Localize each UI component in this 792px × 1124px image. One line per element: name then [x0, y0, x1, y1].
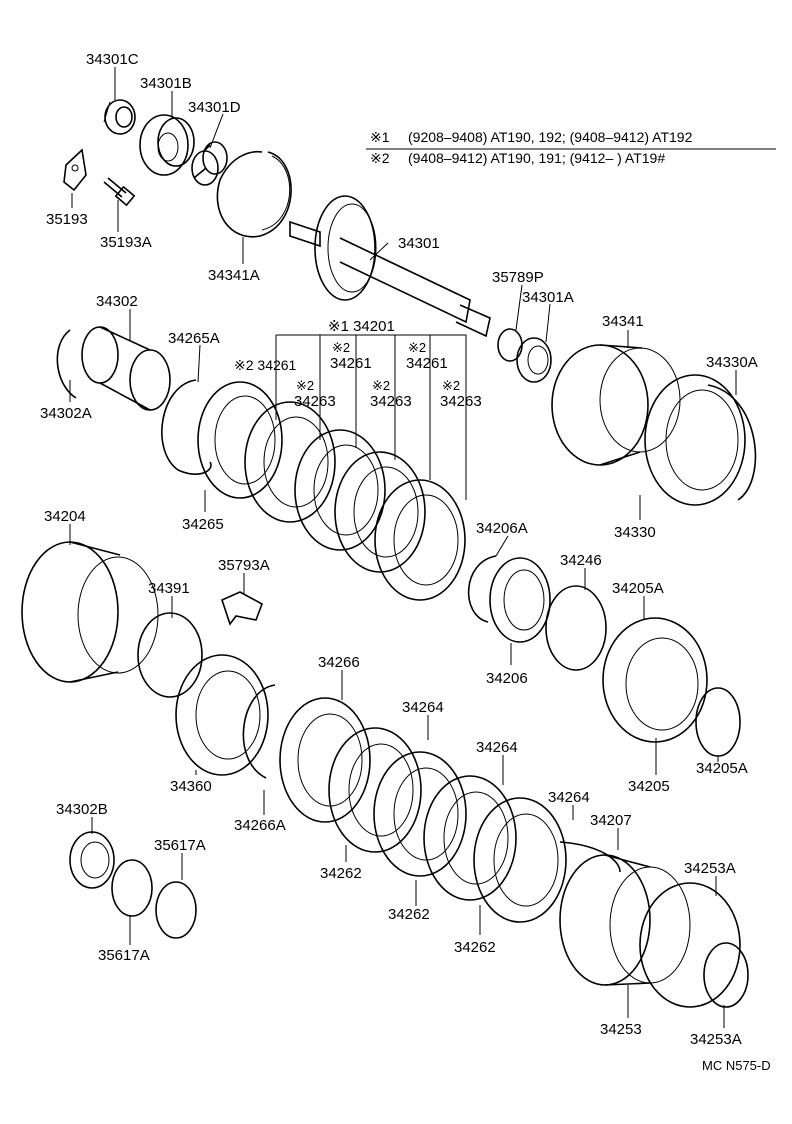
part-34301-shaft	[289, 195, 491, 338]
label-35617a-top: 35617A	[154, 837, 206, 854]
label-34262-c: 34262	[454, 939, 496, 956]
label-34341: 34341	[602, 313, 644, 330]
part-34330a-ring	[707, 384, 757, 501]
part-35617a-ring-2	[155, 881, 197, 939]
label-34207: 34207	[590, 812, 632, 829]
part-34301b-bearing	[139, 114, 195, 176]
label-34301d: 34301D	[188, 99, 241, 116]
part-34302-hub	[81, 326, 171, 411]
part-34330-piston	[644, 374, 746, 506]
label-34205: 34205	[628, 778, 670, 795]
note-1-text: (9208–9408) AT190, 192; (9408–9412) AT19…	[408, 129, 693, 145]
label-34261-c-mark: ※2	[408, 340, 426, 355]
label-35617a-bottom: 35617A	[98, 947, 150, 964]
part-34205a-ring	[695, 687, 741, 757]
label-34263-a-mark: ※2	[296, 378, 314, 393]
label-34263-a: 34263	[294, 393, 336, 410]
part-34253a-ring-large	[639, 882, 741, 1008]
label-34206a: 34206A	[476, 520, 528, 537]
part-34341-drum	[551, 344, 681, 466]
part-34206a-ring	[467, 555, 497, 623]
label-35793a: 35793A	[218, 557, 270, 574]
part-34341a-snap-ring	[216, 150, 292, 238]
label-34261-c: 34261	[406, 355, 448, 372]
part-34360-piston	[175, 654, 269, 776]
label-34261-b: 34261	[330, 355, 372, 372]
label-34205a-2: 34205A	[696, 760, 748, 777]
label-34253: 34253	[600, 1021, 642, 1038]
label-34264-c: 34264	[548, 789, 590, 806]
part-34302b-seal	[69, 831, 115, 889]
label-34302a: 34302A	[40, 405, 92, 422]
note-1-mark: ※1	[370, 129, 390, 145]
label-34330: 34330	[614, 524, 656, 541]
label-34264-a: 34264	[402, 699, 444, 716]
label-34301: 34301	[398, 235, 440, 252]
label-34246: 34246	[560, 552, 602, 569]
part-34265a-snap-ring	[161, 379, 212, 475]
part-34206-spring-retainer	[489, 557, 551, 643]
label-34263-b-mark: ※2	[372, 378, 390, 393]
label-34204: 34204	[44, 508, 86, 525]
part-35193a-bolt	[103, 177, 136, 207]
part-34205-piston	[602, 617, 708, 743]
label-34253a-top: 34253A	[684, 860, 736, 877]
label-34262-b: 34262	[388, 906, 430, 923]
part-34265-plate	[197, 381, 283, 499]
label-34301c: 34301C	[86, 51, 139, 68]
part-35617a-ring-1	[111, 859, 153, 917]
part-34261-34263-disc-stack	[244, 401, 466, 601]
part-34253a-ring-small	[703, 942, 749, 1008]
label-34265: 34265	[182, 516, 224, 533]
part-35793a-bracket	[221, 591, 263, 626]
label-34265a: 34265A	[168, 330, 220, 347]
part-34246-seal	[545, 585, 607, 671]
label-34253a-bottom: 34253A	[690, 1031, 742, 1048]
part-34301d-sleeve	[191, 141, 228, 186]
part-34266a-snap-ring	[242, 684, 276, 779]
part-34302a-ring	[56, 329, 77, 399]
diagram-code: MC N575-D	[702, 1058, 771, 1073]
label-34263-c: 34263	[440, 393, 482, 410]
part-34207-spring	[559, 841, 621, 873]
label-35789p: 35789P	[492, 269, 544, 286]
label-34341a: 34341A	[208, 267, 260, 284]
label-34201: ※1 34201	[328, 318, 395, 335]
label-34301b: 34301B	[140, 75, 192, 92]
label-34302b: 34302B	[56, 801, 108, 818]
label-34391: 34391	[148, 580, 190, 597]
label-34262-a: 34262	[320, 865, 362, 882]
label-35193: 35193	[46, 211, 88, 228]
label-34360: 34360	[170, 778, 212, 795]
label-34301a: 34301A	[522, 289, 574, 306]
label-34263-b: 34263	[370, 393, 412, 410]
part-35193-clip	[63, 148, 87, 192]
label-34206: 34206	[486, 670, 528, 687]
label-35193a: 35193A	[100, 234, 152, 251]
label-34330a: 34330A	[706, 354, 758, 371]
label-34264-b: 34264	[476, 739, 518, 756]
label-34261-a: ※2 34261	[234, 357, 297, 373]
label-34263-c-mark: ※2	[442, 378, 460, 393]
part-34301c-nut	[103, 99, 136, 135]
label-34261-b-mark: ※2	[332, 340, 350, 355]
part-34391-ring	[137, 612, 203, 698]
leader-lines	[69, 67, 737, 1028]
label-34266: 34266	[318, 654, 360, 671]
part-34253-piston	[559, 854, 691, 986]
part-34262-34264-disc-stack	[328, 727, 567, 923]
part-35789p-washer	[497, 328, 523, 362]
part-34301a-bearing	[516, 337, 552, 383]
note-2-text: (9408–9412) AT190, 191; (9412– ) AT19#	[408, 150, 665, 166]
label-34205a: 34205A	[612, 580, 664, 597]
label-34266a: 34266A	[234, 817, 286, 834]
label-34302: 34302	[96, 293, 138, 310]
note-2-mark: ※2	[370, 150, 390, 166]
